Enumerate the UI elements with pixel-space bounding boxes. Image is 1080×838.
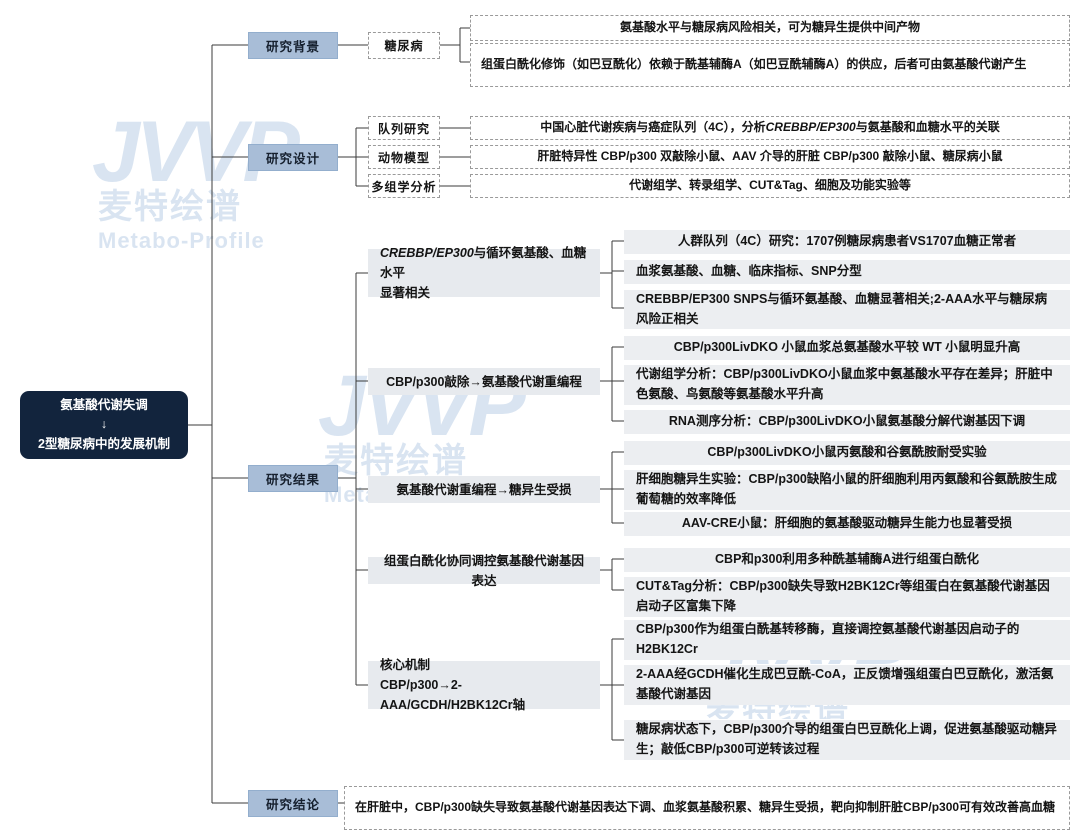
result-item[interactable]: CUT&Tag分析：CBP/p300缺失导致H2BK12Cr等组蛋白在氨基酸代谢… (624, 576, 1070, 617)
result-category-title: CBP/p300敲除→氨基酸代谢重编程 (386, 374, 582, 389)
result-category-title: 氨基酸代谢重编程→糖异生受损 (396, 482, 572, 497)
root-line-2: 2型糖尿病中的发展机制 (38, 436, 170, 451)
result-category-2[interactable]: CBP/p300敲除→氨基酸代谢重编程 (368, 368, 600, 395)
result-category-title: 组蛋白酰化协同调控氨基酸代谢基因表达 (383, 553, 584, 588)
chip-label: 多组学分析 (371, 179, 437, 194)
root-node[interactable]: 氨基酸代谢失调 ↓ 2型糖尿病中的发展机制 (20, 391, 188, 459)
result-item-text: CBP/p300LivDKO 小鼠血浆总氨基酸水平较 WT 小鼠明显升高 (673, 340, 1021, 355)
result-category-4[interactable]: 组蛋白酰化协同调控氨基酸代谢基因表达 (368, 554, 600, 588)
result-item-text: CBP/p300LivDKO小鼠丙氨酸和谷氨酰胺耐受实验 (707, 445, 987, 460)
result-item-text: 代谢组学分析：CBP/p300LivDKO小鼠血浆中氨基酸水平存在差异；肝脏中色… (636, 367, 1053, 401)
result-item[interactable]: 2-AAA经GCDH催化生成巴豆酰-CoA，正反馈增强组蛋白巴豆酰化，激活氨基酸… (624, 664, 1070, 705)
design-item-text: 代谢组学、转录组学、CUT&Tag、细胞及功能实验等 (629, 178, 911, 193)
result-category-1[interactable]: CREBBP/EP300与循环氨基酸、血糖水平显著相关 (368, 246, 600, 300)
result-item-text: RNA测序分析：CBP/p300LivDKO小鼠氨基酸分解代谢基因下调 (668, 414, 1026, 429)
chip-animal-model[interactable]: 动物模型 (368, 145, 440, 169)
result-item-text: 2-AAA经GCDH催化生成巴豆酰-CoA，正反馈增强组蛋白巴豆酰化，激活氨基酸… (636, 667, 1054, 701)
result-item[interactable]: 人群队列（4C）研究：1707例糖尿病患者VS1707血糖正常者 (624, 229, 1070, 254)
result-item[interactable]: 血浆氨基酸、血糖、临床指标、SNP分型 (624, 259, 1070, 284)
result-item-text: 肝细胞糖异生实验：CBP/p300缺陷小鼠的肝细胞利用丙氨酸和谷氨酰胺生成葡萄糖… (636, 472, 1057, 506)
design-item-text: 中国心脏代谢疾病与癌症队列（4C），分析CREBBP/EP300与氨基酸和血糖水… (540, 120, 1000, 135)
result-item-text: CUT&Tag分析：CBP/p300缺失导致H2BK12Cr等组蛋白在氨基酸代谢… (636, 579, 1050, 613)
result-item[interactable]: 糖尿病状态下，CBP/p300介导的组蛋白巴豆酰化上调，促进氨基酸驱动糖异生；敲… (624, 719, 1070, 760)
background-item-text: 组蛋白酰化修饰（如巴豆酰化）依赖于酰基辅酶A（如巴豆酰辅酶A）的供应，后者可由氨… (481, 57, 1027, 72)
result-item[interactable]: CREBBP/EP300 SNPS与循环氨基酸、血糖显著相关;2-AAA水平与糖… (624, 289, 1070, 329)
result-item-text: 糖尿病状态下，CBP/p300介导的组蛋白巴豆酰化上调，促进氨基酸驱动糖异生；敲… (636, 722, 1057, 756)
result-item-text: 人群队列（4C）研究：1707例糖尿病患者VS1707血糖正常者 (677, 234, 1017, 249)
result-item-text: CREBBP/EP300 SNPS与循环氨基酸、血糖显著相关;2-AAA水平与糖… (636, 291, 1048, 326)
result-item[interactable]: CBP/p300LivDKO小鼠丙氨酸和谷氨酰胺耐受实验 (624, 440, 1070, 465)
branch-research-background[interactable]: 研究背景 (248, 32, 338, 59)
result-item[interactable]: CBP/p300作为组蛋白酰基转移酶，直接调控氨基酸代谢基因启动子的H2BK12… (624, 619, 1070, 660)
design-item-text: 肝脏特异性 CBP/p300 双敲除小鼠、AAV 介导的肝脏 CBP/p300 … (537, 149, 1003, 164)
result-item[interactable]: RNA测序分析：CBP/p300LivDKO小鼠氨基酸分解代谢基因下调 (624, 409, 1070, 434)
design-item-omics[interactable]: 代谢组学、转录组学、CUT&Tag、细胞及功能实验等 (470, 174, 1070, 198)
result-item[interactable]: 代谢组学分析：CBP/p300LivDKO小鼠血浆中氨基酸水平存在差异；肝脏中色… (624, 364, 1070, 405)
chip-label: 动物模型 (377, 150, 430, 165)
background-item-text: 氨基酸水平与糖尿病风险相关，可为糖异生提供中间产物 (619, 20, 920, 35)
chip-diabetes[interactable]: 糖尿病 (368, 32, 440, 59)
result-item-text: CBP/p300作为组蛋白酰基转移酶，直接调控氨基酸代谢基因启动子的H2BK12… (636, 622, 1020, 656)
branch-label: 研究背景 (265, 40, 320, 54)
design-item-cohort[interactable]: 中国心脏代谢疾病与癌症队列（4C），分析CREBBP/EP300与氨基酸和血糖水… (470, 116, 1070, 140)
root-arrow-icon: ↓ (100, 417, 108, 432)
result-category-3[interactable]: 氨基酸代谢重编程→糖异生受损 (368, 476, 600, 503)
result-category-title: CREBBP/EP300与循环氨基酸、血糖水平显著相关 (380, 246, 587, 300)
chip-cohort-study[interactable]: 队列研究 (368, 116, 440, 140)
result-item-text: 血浆氨基酸、血糖、临床指标、SNP分型 (636, 264, 862, 279)
root-line-1: 氨基酸代谢失调 (60, 397, 148, 412)
result-item-text: AAV-CRE小鼠：肝细胞的氨基酸驱动糖异生能力也显著受损 (681, 516, 1013, 531)
conclusion-leaf[interactable]: 在肝脏中，CBP/p300缺失导致氨基酸代谢基因表达下调、血浆氨基酸积累、糖异生… (344, 786, 1070, 830)
result-item[interactable]: CBP和p300利用多种酰基辅酶A进行组蛋白酰化 (624, 547, 1070, 572)
branch-label: 研究结果 (265, 473, 320, 487)
chip-multi-omics[interactable]: 多组学分析 (368, 174, 440, 198)
branch-research-conclusion[interactable]: 研究结论 (248, 790, 338, 817)
result-item[interactable]: AAV-CRE小鼠：肝细胞的氨基酸驱动糖异生能力也显著受损 (624, 511, 1070, 536)
design-item-animal[interactable]: 肝脏特异性 CBP/p300 双敲除小鼠、AAV 介导的肝脏 CBP/p300 … (470, 145, 1070, 169)
result-item-text: CBP和p300利用多种酰基辅酶A进行组蛋白酰化 (715, 552, 979, 567)
result-item[interactable]: CBP/p300LivDKO 小鼠血浆总氨基酸水平较 WT 小鼠明显升高 (624, 335, 1070, 360)
result-item[interactable]: 肝细胞糖异生实验：CBP/p300缺陷小鼠的肝细胞利用丙氨酸和谷氨酰胺生成葡萄糖… (624, 469, 1070, 510)
chip-label: 糖尿病 (384, 39, 424, 53)
branch-label: 研究结论 (265, 798, 320, 812)
branch-research-design[interactable]: 研究设计 (248, 144, 338, 171)
conclusion-text: 在肝脏中，CBP/p300缺失导致氨基酸代谢基因表达下调、血浆氨基酸积累、糖异生… (355, 800, 1056, 815)
chip-label: 队列研究 (377, 121, 430, 136)
branch-label: 研究设计 (265, 152, 320, 166)
branch-research-results[interactable]: 研究结果 (248, 465, 338, 492)
background-item-2[interactable]: 组蛋白酰化修饰（如巴豆酰化）依赖于酰基辅酶A（如巴豆酰辅酶A）的供应，后者可由氨… (470, 43, 1070, 87)
background-item-1[interactable]: 氨基酸水平与糖尿病风险相关，可为糖异生提供中间产物 (470, 15, 1070, 41)
